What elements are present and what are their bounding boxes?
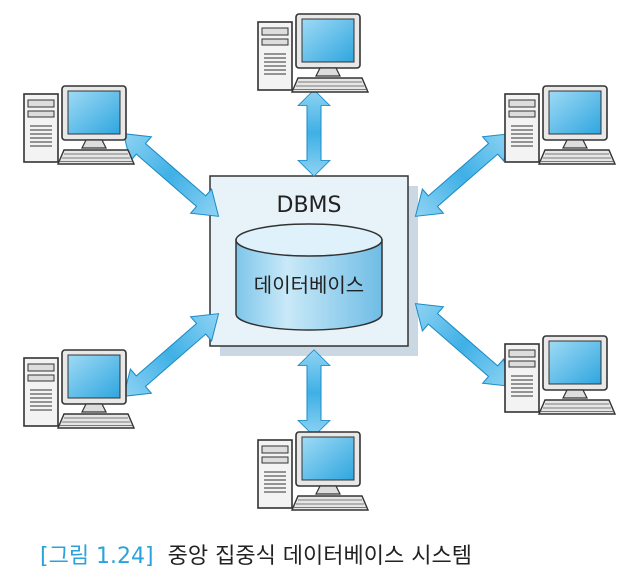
- computer-icon-bottom-left: [23, 349, 135, 429]
- computer-icon-bottom: [257, 431, 369, 511]
- figure-caption-text: 중앙 집중식 데이터베이스 시스템: [167, 544, 472, 569]
- computer-icon-top-left: [23, 85, 135, 165]
- arrow-top-left: [112, 121, 230, 229]
- figure-caption: [그림 1.24] 중앙 집중식 데이터베이스 시스템: [40, 538, 472, 570]
- computer-icon-bottom-right: [504, 335, 616, 415]
- arrow-bottom: [297, 349, 331, 437]
- arrow-bottom-right: [404, 291, 522, 399]
- figure-label: [그림 1.24]: [40, 544, 154, 569]
- computer-icon-top-right: [504, 85, 616, 165]
- arrow-top-right: [404, 121, 522, 229]
- arrow-bottom-left: [112, 301, 230, 409]
- database-cylinder-icon: [235, 223, 383, 331]
- dbms-label: DBMS: [277, 193, 342, 218]
- database-label: 데이터베이스: [254, 273, 364, 297]
- arrow-top: [297, 89, 331, 177]
- computer-icon-top: [257, 13, 369, 93]
